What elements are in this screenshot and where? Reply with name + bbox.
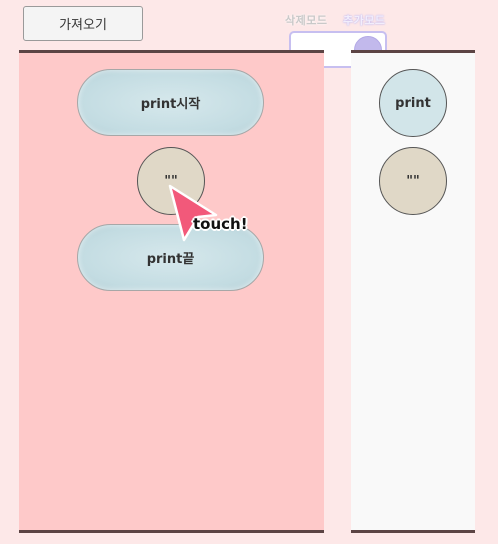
palette-print-block[interactable]: print bbox=[379, 69, 447, 137]
palette-string-block[interactable]: "" bbox=[379, 147, 447, 215]
print-start-block[interactable]: print시작 bbox=[77, 69, 264, 136]
add-mode-label: 추가모드 bbox=[343, 14, 386, 27]
load-button[interactable]: 가져오기 bbox=[23, 6, 143, 41]
touch-label: touch! bbox=[193, 215, 248, 233]
print-end-block[interactable]: print끝 bbox=[77, 224, 264, 291]
pointer-arrow-icon bbox=[168, 184, 218, 242]
delete-mode-label: 삭제모드 bbox=[285, 14, 328, 27]
